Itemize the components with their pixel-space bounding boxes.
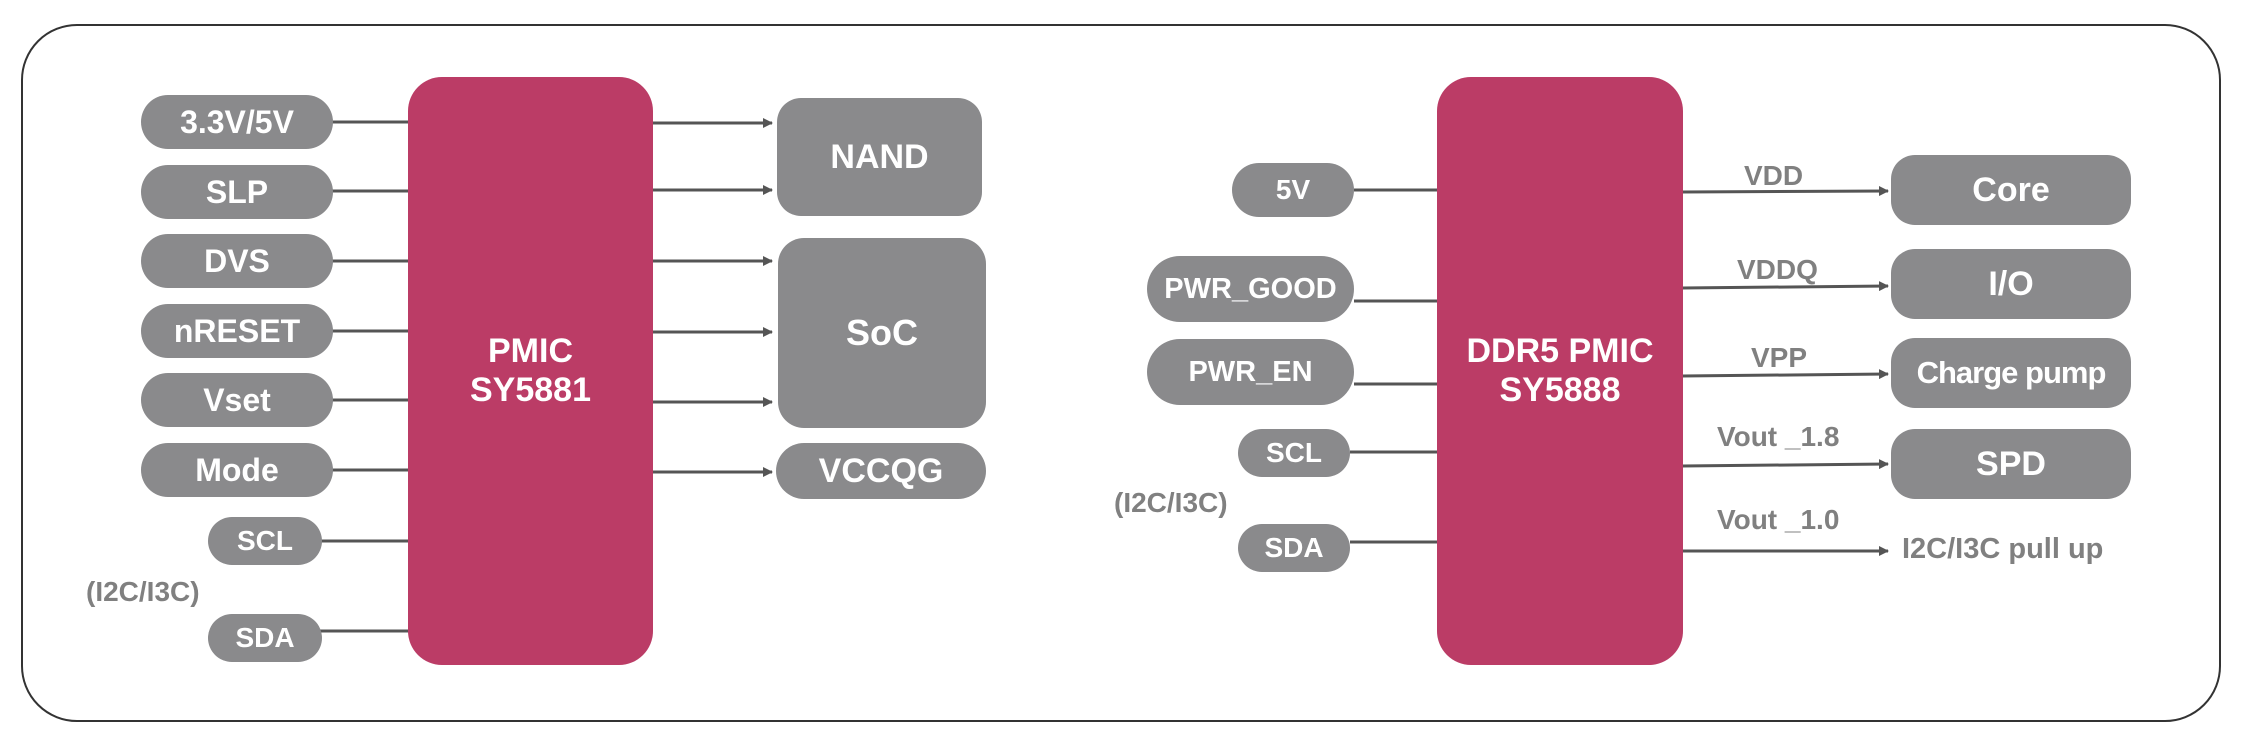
- pullup-label: I2C/I3C pull up: [1902, 533, 2104, 565]
- output-block-charge-pump: Charge pump: [1891, 338, 2131, 408]
- input-pill-5v: 5V: [1232, 163, 1354, 217]
- ddr5-pmic-chip: DDR5 PMIC SY5888: [1437, 77, 1683, 665]
- chip-part-number: SY5888: [1499, 371, 1621, 409]
- input-pill-scl: SCL: [208, 517, 322, 565]
- input-pill-dvs: DVS: [141, 234, 333, 288]
- output-block-io: I/O: [1891, 249, 2131, 319]
- input-pill-pwr-en: PWR_EN: [1147, 339, 1354, 405]
- rail-label-vout-1-8: Vout _1.8: [1717, 421, 1840, 452]
- input-pill-sda: SDA: [1238, 524, 1350, 572]
- rail-label-vout-1-0: Vout _1.0: [1717, 504, 1840, 535]
- chip-name: DDR5 PMIC: [1466, 331, 1654, 370]
- input-pill-scl: SCL: [1238, 429, 1350, 477]
- input-pill-slp: SLP: [141, 165, 333, 219]
- input-pill-pwr-good: PWR_GOOD: [1147, 256, 1354, 322]
- diagram-frame: [21, 24, 2221, 722]
- bus-label: (I2C/I3C): [86, 576, 200, 607]
- rail-label-vdd: VDD: [1744, 160, 1804, 191]
- pmic-chip: PMIC SY5881: [408, 77, 653, 665]
- input-pill-mode: Mode: [141, 443, 333, 497]
- output-block-nand: NAND: [777, 98, 982, 216]
- chip-part-number: SY5881: [470, 371, 591, 409]
- output-block-spd: SPD: [1891, 429, 2131, 499]
- arrow-r-out-3: [1681, 369, 1889, 380]
- output-pill-vccqg: VCCQG: [776, 443, 986, 499]
- rail-label-vddq: VDDQ: [1737, 254, 1818, 285]
- chip-name: PMIC: [488, 331, 573, 370]
- bus-label: (I2C/I3C): [1114, 487, 1228, 518]
- arrow-r-out-4: [1681, 459, 1889, 470]
- input-pill-vset: Vset: [141, 373, 333, 427]
- output-block-core: Core: [1891, 155, 2131, 225]
- input-pill-nreset: nRESET: [141, 304, 333, 358]
- input-pill-sda: SDA: [208, 614, 322, 662]
- rail-label-vpp: VPP: [1751, 342, 1808, 373]
- arrow-r-out-2: [1681, 281, 1889, 292]
- output-block-soc: SoC: [778, 238, 986, 428]
- arrow-r-out-1: [1681, 186, 1889, 197]
- input-pill-3v3-5v: 3.3V/5V: [141, 95, 333, 149]
